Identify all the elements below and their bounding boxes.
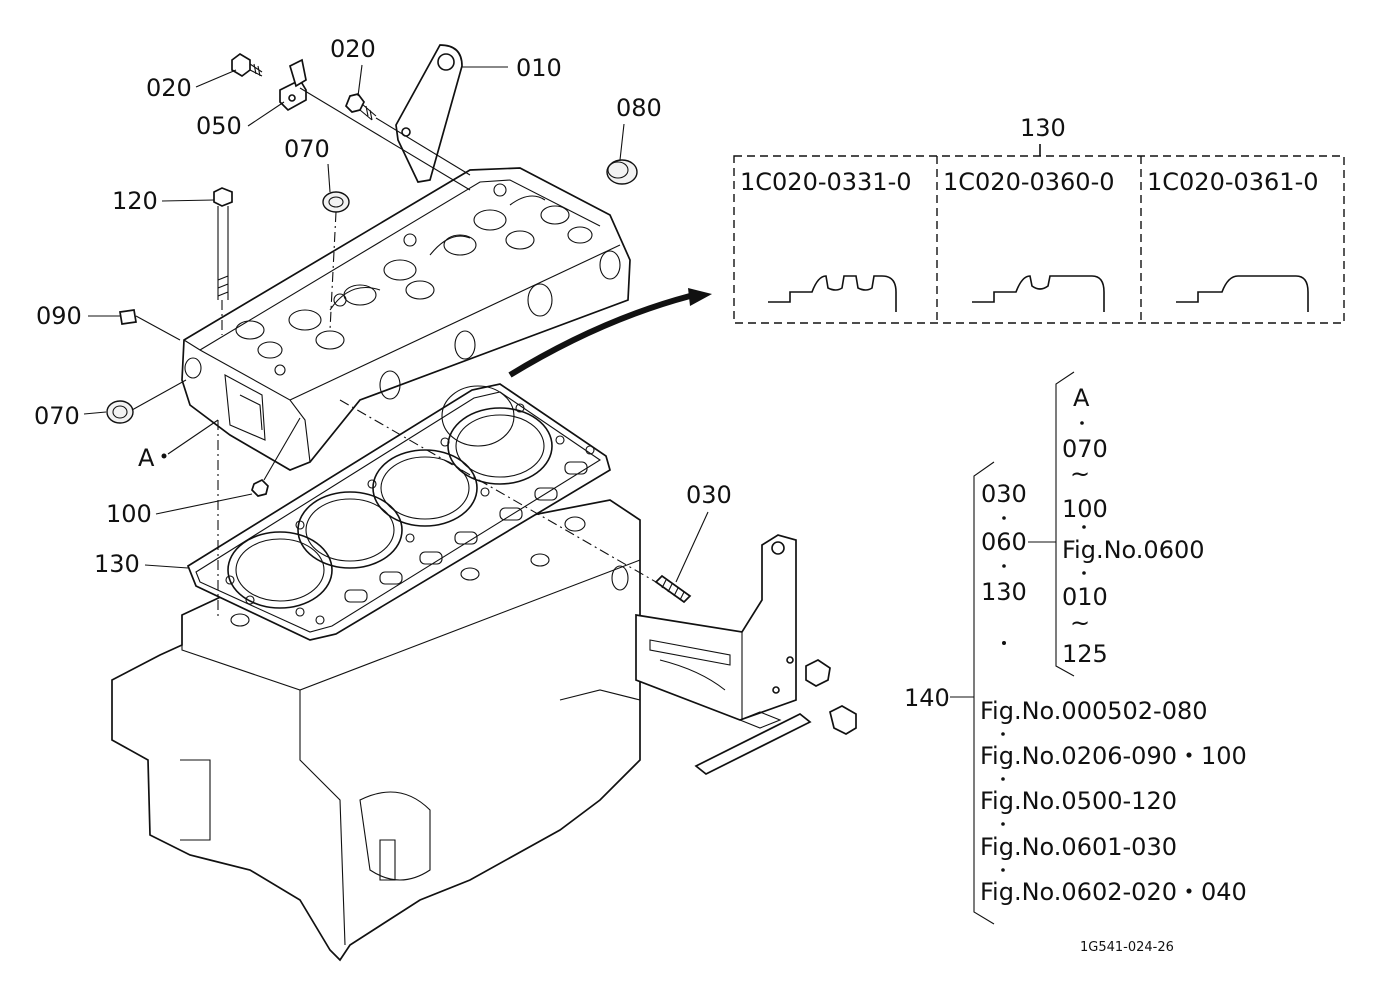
ref-right-fig0600: Fig.No.0600 [1062,536,1205,564]
callout-120: 120 [112,187,158,215]
callout-a-dot [161,453,167,459]
callout-020-left: 020 [146,74,192,102]
seal-070-b [106,400,134,424]
gasket-part-3: 1C020-0361-0 [1147,168,1319,196]
gasket-part-2: 1C020-0360-0 [943,168,1115,196]
bolt-020-b [345,93,377,121]
ref-fig-000502: Fig.No.000502-080 [980,697,1208,725]
ref-right-010: 010 [1062,583,1108,611]
head-bolt-120 [213,187,233,620]
ref-140: 140 [904,684,950,712]
ref-fig-0602: Fig.No.0602-020・040 [980,878,1247,906]
cylinder-head [181,167,631,471]
ref-fig-0601: Fig.No.0601-030 [980,833,1177,861]
callout-020-top: 020 [330,35,376,63]
ref-right-100: 100 [1062,495,1108,523]
callout-080: 080 [616,94,662,122]
ref-fig-0206: Fig.No.0206-090・100 [980,742,1247,770]
leader-lines [83,64,709,583]
detail-arrow [508,288,712,378]
stud-030 [654,574,692,604]
gasket-profile-3 [1176,275,1309,312]
callout-090: 090 [36,302,82,330]
ref-right-a: A [1073,384,1090,412]
gasket-profile-1 [768,275,897,312]
ref-right-tilde-2: ~ [1070,609,1090,637]
reference-list: A 070 ~ 100 Fig.No.0600 010 ~ 125 030 06… [904,371,1247,925]
callout-070-left: 070 [34,402,80,430]
ref-left-130: 130 [981,578,1027,606]
gasket-options-panel: 130 1C020-0331-0 1C020-0360-0 1C020-0361… [733,114,1345,324]
callout-070-top: 070 [284,135,330,163]
ref-right-tilde-1: ~ [1070,460,1090,488]
bolt-020-a [231,52,263,78]
figure-code: 1G541-024-26 [1080,940,1174,955]
callout-130: 130 [94,550,140,578]
callout-a: A [138,444,155,472]
head-gasket [186,383,611,641]
nut-100 [251,478,269,497]
ref-right-070: 070 [1062,435,1108,463]
ref-left-060: 060 [981,528,1027,556]
engine-bracket [635,534,857,776]
plug-080 [606,159,638,185]
gasket-options-label: 130 [1020,114,1066,142]
callout-010: 010 [516,54,562,82]
hanger-bracket-010 [395,44,463,183]
ref-right-125: 125 [1062,640,1108,668]
callout-100: 100 [106,500,152,528]
ref-left-030: 030 [981,480,1027,508]
stud-090 [119,309,181,341]
ref-fig-0500: Fig.No.0500-120 [980,787,1177,815]
seal-070-a [322,191,350,213]
callout-030: 030 [686,481,732,509]
clip-050 [279,58,307,112]
callout-050: 050 [196,112,242,140]
gasket-part-1: 1C020-0331-0 [740,168,912,196]
gasket-profile-2 [972,275,1105,312]
